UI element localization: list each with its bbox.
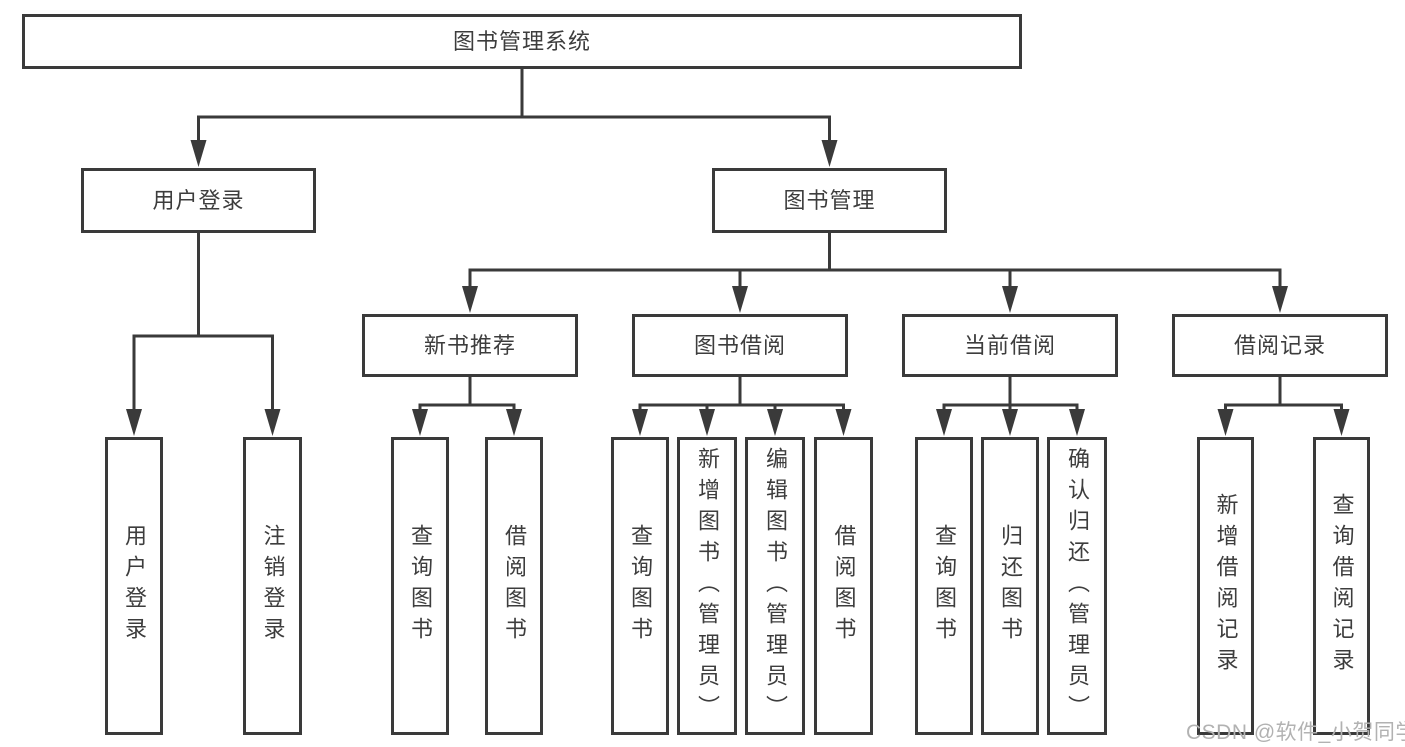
- node-cur-confirm: 确认归还（管理员）: [1047, 437, 1107, 735]
- arrow-down-icon: [462, 286, 478, 313]
- arrow-down-icon: [1002, 286, 1018, 313]
- node-recd-query: 查询借阅记录: [1313, 437, 1370, 735]
- node-mgmt: 图书管理: [712, 168, 947, 233]
- arrow-down-icon: [821, 140, 838, 167]
- arrow-down-icon: [632, 409, 648, 436]
- node-records: 借阅记录: [1172, 314, 1388, 377]
- arrow-down-icon: [1217, 409, 1234, 436]
- node-user-login: 用户登录: [105, 437, 163, 735]
- arrow-down-icon: [190, 140, 207, 167]
- arrow-down-icon: [126, 409, 142, 436]
- arrow-down-icon: [699, 409, 715, 436]
- node-recommend: 新书推荐: [362, 314, 578, 377]
- node-login: 用户登录: [81, 168, 316, 233]
- node-recd-add: 新增借阅记录: [1197, 437, 1254, 735]
- watermark-text: CSDN @软件_小贺同学: [1186, 721, 1405, 744]
- node-rec-query: 查询图书: [391, 437, 449, 735]
- node-bor-borrow: 借阅图书: [814, 437, 873, 735]
- arrow-down-icon: [1002, 409, 1018, 436]
- node-borrow: 图书借阅: [632, 314, 848, 377]
- arrow-down-icon: [412, 409, 428, 436]
- arrow-down-icon: [936, 409, 952, 436]
- node-cur-query: 查询图书: [915, 437, 973, 735]
- node-cur-return: 归还图书: [981, 437, 1039, 735]
- node-logout: 注销登录: [243, 437, 302, 735]
- arrow-down-icon: [1069, 409, 1085, 436]
- arrow-down-icon: [1272, 286, 1288, 313]
- arrow-down-icon: [835, 409, 852, 436]
- arrow-down-icon: [1333, 409, 1350, 436]
- arrow-down-icon: [264, 409, 281, 436]
- node-bor-query: 查询图书: [611, 437, 669, 735]
- node-rec-borrow: 借阅图书: [485, 437, 543, 735]
- arrow-down-icon: [732, 286, 748, 313]
- node-root: 图书管理系统: [22, 14, 1022, 69]
- arrow-down-icon: [767, 409, 783, 436]
- arrow-down-icon: [506, 409, 522, 436]
- node-bor-edit: 编辑图书（管理员）: [745, 437, 805, 735]
- node-bor-add: 新增图书（管理员）: [677, 437, 737, 735]
- node-current: 当前借阅: [902, 314, 1118, 377]
